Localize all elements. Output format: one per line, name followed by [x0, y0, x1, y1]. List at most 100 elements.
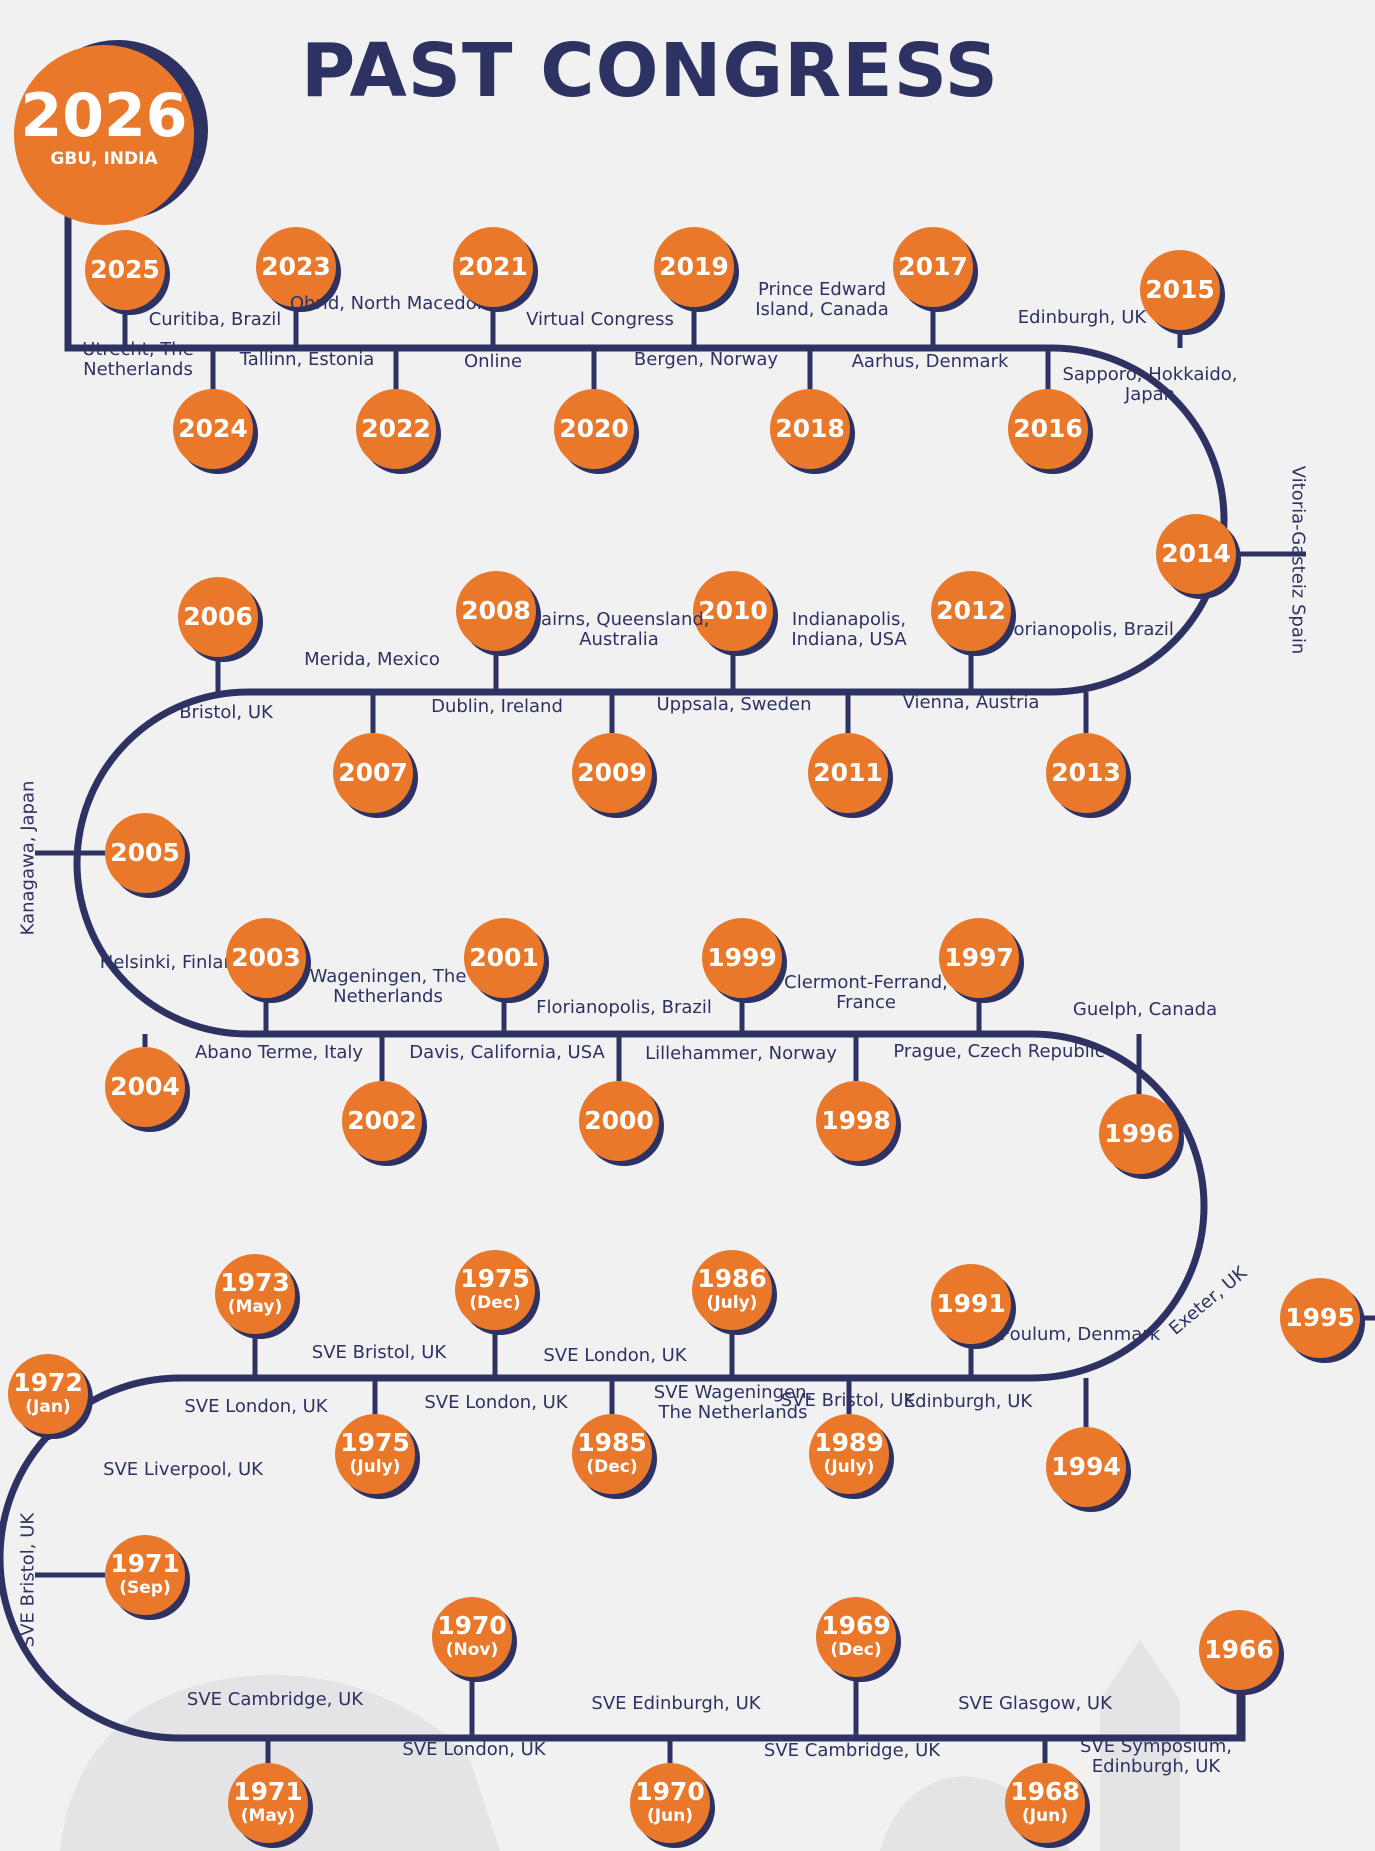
- event-location-1994: Foulum, Denmark: [999, 1324, 1161, 1345]
- event-year: 1989: [814, 1428, 884, 1457]
- event-location-2003: Abano Terme, Italy: [194, 1042, 364, 1063]
- event-badge-2015: 2015: [1140, 250, 1220, 330]
- event-location-1971-may: SVE Cambridge, UK: [186, 1689, 364, 1710]
- event-location-2023: Ohrid, North Macedonia: [289, 293, 505, 314]
- event-location-1971-sep: SVE Bristol, UK: [17, 1512, 39, 1648]
- event-badge-1969-dec: 1969(Dec): [816, 1597, 896, 1677]
- event-year: 2007: [338, 758, 408, 787]
- event-badge-2011: 2011: [808, 733, 888, 813]
- event-badge-1985-dec: 1985(Dec): [572, 1414, 652, 1494]
- event-year: 2006: [183, 602, 253, 631]
- event-year: 1991: [936, 1289, 1006, 1318]
- event-location-1997: Prague, Czech Republic: [893, 1041, 1105, 1062]
- event-location-2000: Florianopolis, Brazil: [536, 997, 712, 1018]
- event-badge-1994: 1994: [1046, 1427, 1126, 1507]
- event-badge-2019: 2019: [654, 227, 734, 307]
- background-silhouette: [60, 1674, 500, 1851]
- event-badge-1970-jun: 1970(Jun): [630, 1763, 710, 1843]
- event-badge-1986-july: 1986(July): [692, 1250, 772, 1330]
- event-badge-1971-sep: 1971(Sep): [105, 1535, 185, 1615]
- event-location-2021: Virtual Congress: [526, 309, 674, 330]
- event-badge-2020: 2020: [554, 389, 634, 469]
- event-year: 2003: [231, 943, 301, 972]
- event-location-1972-jan: SVE Liverpool, UK: [103, 1459, 263, 1480]
- event-location-2016: Edinburgh, UK: [1017, 307, 1147, 328]
- event-location-2022: Tallinn, Estonia: [239, 349, 375, 370]
- event-year: 1998: [821, 1106, 891, 1135]
- event-month: (Dec): [586, 1457, 638, 1477]
- event-badge-1975-july: 1975(July): [335, 1414, 415, 1494]
- event-year: 2024: [178, 414, 248, 443]
- event-month: (Jun): [1021, 1806, 1069, 1826]
- event-month: (Nov): [445, 1640, 499, 1660]
- event-location-1998: Clermont-Ferrand, France: [784, 972, 948, 1013]
- event-year: 2021: [458, 252, 528, 281]
- event-badge-2006: 2006: [178, 577, 258, 657]
- event-year: 2016: [1013, 414, 1083, 443]
- event-year: 2020: [559, 414, 629, 443]
- event-location-2020: Online: [463, 351, 523, 372]
- event-badge-2010: 2010: [693, 571, 773, 651]
- event-year: 2025: [90, 255, 160, 284]
- event-location-1991: Edinburgh, UK: [903, 1391, 1033, 1412]
- background-silhouette: [1100, 1640, 1180, 1851]
- event-month: (May): [240, 1806, 296, 1826]
- event-year: 2022: [361, 414, 431, 443]
- event-badge-2016: 2016: [1008, 389, 1088, 469]
- event-badge-1996: 1996: [1099, 1094, 1179, 1174]
- event-location-1968-jun: SVE Glasgow, UK: [958, 1693, 1112, 1714]
- event-badge-2000: 2000: [579, 1081, 659, 1161]
- event-year: 1970: [635, 1777, 705, 1806]
- event-location-1999: Lillehammer, Norway: [645, 1043, 837, 1064]
- event-location-1989-july: SVE Bristol, UK: [780, 1390, 916, 1411]
- event-year: 2017: [898, 252, 968, 281]
- event-badge-2009: 2009: [572, 733, 652, 813]
- event-badge-2003: 2003: [226, 918, 306, 998]
- event-month: (May): [227, 1297, 283, 1317]
- event-year: 1971: [233, 1777, 303, 1806]
- event-year: 2009: [577, 758, 647, 787]
- event-location-2002: Wageningen, The Netherlands: [309, 966, 467, 1007]
- event-location-2009: Cairns, Queensland, Australia: [528, 609, 710, 650]
- event-badge-1970-nov: 1970(Nov): [432, 1597, 512, 1677]
- event-year: 1996: [1104, 1119, 1174, 1148]
- event-month: (Jun): [646, 1806, 694, 1826]
- event-year: 1986: [697, 1264, 767, 1293]
- event-badge-1971-may: 1971(May): [228, 1763, 308, 1843]
- event-badge-2013: 2013: [1046, 733, 1126, 813]
- event-badge-2025: 2025: [85, 230, 165, 310]
- event-location-2008: Dublin, Ireland: [431, 696, 563, 717]
- event-badge-1995: 1995: [1280, 1278, 1360, 1358]
- event-year: 1973: [220, 1268, 290, 1297]
- event-year: 2002: [347, 1106, 417, 1135]
- event-year: 2001: [469, 943, 539, 972]
- event-location-2017: Aarhus, Denmark: [851, 351, 1009, 372]
- event-year: 2012: [936, 596, 1006, 625]
- event-badge-1997: 1997: [939, 918, 1019, 998]
- event-year: 2023: [261, 252, 331, 281]
- event-year: 2015: [1145, 275, 1215, 304]
- event-year: 1970: [437, 1611, 507, 1640]
- hero-year: 2026: [20, 81, 188, 151]
- event-year: 2011: [813, 758, 883, 787]
- hero-place: GBU, INDIA: [50, 149, 158, 169]
- event-badge-2017: 2017: [893, 227, 973, 307]
- event-year: 1995: [1285, 1303, 1355, 1332]
- timeline-line: [0, 205, 1246, 1742]
- event-location-1975-july: SVE Bristol, UK: [311, 1342, 447, 1363]
- event-badge-2018: 2018: [770, 389, 850, 469]
- event-location-2019: Bergen, Norway: [633, 349, 779, 370]
- page-title: PAST CONGRESS: [301, 28, 999, 114]
- event-badge-1989-july: 1989(July): [809, 1414, 889, 1494]
- event-location-2007: Merida, Mexico: [304, 649, 440, 670]
- event-year: 1994: [1051, 1452, 1121, 1481]
- event-badge-1972-jan: 1972(Jan): [8, 1354, 88, 1434]
- event-badge-1966: 1966: [1199, 1610, 1279, 1690]
- event-badge-1973-may: 1973(May): [215, 1254, 295, 1334]
- event-badge-2021: 2021: [453, 227, 533, 307]
- event-badge-2014: 2014: [1156, 514, 1236, 594]
- event-location-1985-dec: SVE London, UK: [543, 1345, 687, 1366]
- event-year: 2005: [110, 838, 180, 867]
- event-badge-2023: 2023: [256, 227, 336, 307]
